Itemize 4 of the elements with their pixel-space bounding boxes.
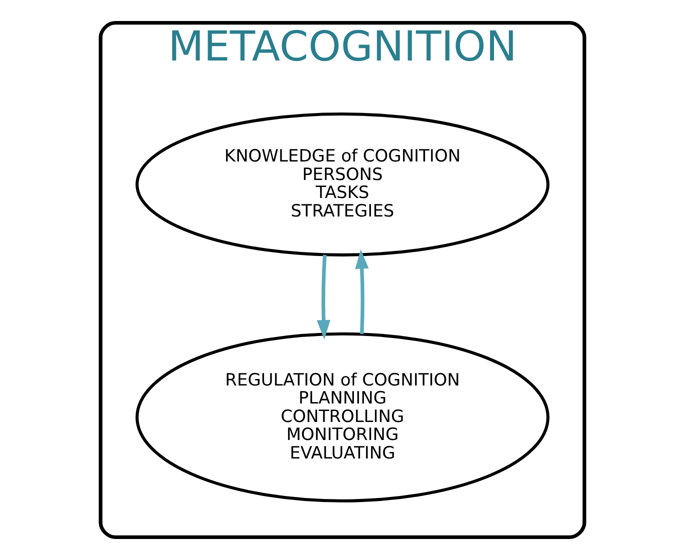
node-ellipse: REGULATION of COGNITION PLANNING CONTROLLING MONITORING EVALUATING xyxy=(136,332,550,502)
arrow xyxy=(316,254,330,340)
arrow xyxy=(355,249,369,334)
node-ellipse: KNOWLEDGE of COGNITION PERSONS TASKS STRATEGIES xyxy=(136,112,550,256)
